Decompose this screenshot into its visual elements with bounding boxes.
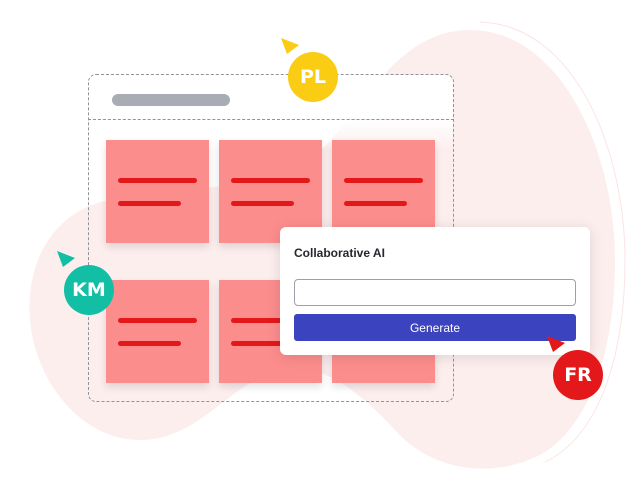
cursor-pointer-icon [281, 38, 299, 54]
prompt-input[interactable] [294, 279, 576, 306]
avatar-fr: FR [553, 350, 603, 400]
collaborative-ai-dialog: Collaborative AI Generate [280, 227, 590, 355]
note-text-line [344, 178, 423, 183]
note-text-line [118, 201, 181, 206]
sticky-note[interactable] [332, 140, 435, 243]
note-text-line [118, 178, 197, 183]
cursor-pointer-icon [57, 251, 75, 267]
dialog-title: Collaborative AI [294, 246, 385, 260]
avatar-km: KM [64, 265, 114, 315]
note-text-line [118, 318, 197, 323]
note-text-line [118, 341, 181, 346]
board-divider [88, 119, 454, 120]
sticky-note[interactable] [106, 140, 209, 243]
sticky-note[interactable] [219, 140, 322, 243]
cursor-pointer-icon [547, 336, 565, 352]
sticky-note[interactable] [106, 280, 209, 383]
avatar-pl: PL [288, 52, 338, 102]
note-text-line [231, 201, 294, 206]
note-text-line [344, 201, 407, 206]
note-text-line [231, 178, 310, 183]
generate-button[interactable]: Generate [294, 314, 576, 341]
avatar-initials: PL [299, 66, 327, 88]
board-title-placeholder [112, 94, 230, 106]
avatar-initials: FR [564, 364, 592, 386]
avatar-initials: KM [72, 279, 106, 301]
note-text-line [231, 341, 294, 346]
note-text-line [231, 318, 310, 323]
